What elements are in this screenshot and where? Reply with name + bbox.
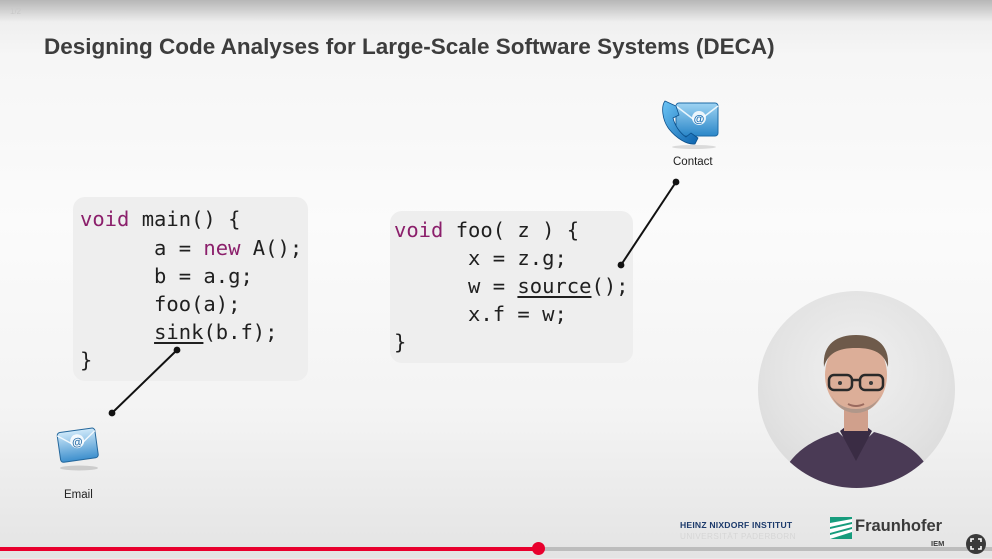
video-progress-bar[interactable]: [0, 542, 992, 555]
code-line: }: [394, 330, 407, 354]
sink-call: sink: [154, 320, 204, 344]
svg-text:@: @: [694, 114, 705, 126]
fraunhofer-name: Fraunhofer: [855, 517, 943, 535]
hni-university: UNIVERSITÄT PADERBORN: [680, 532, 796, 541]
presenter-video-frame: [778, 335, 936, 488]
code-line: }: [80, 348, 93, 372]
fullscreen-button[interactable]: [966, 534, 986, 554]
code-line: w = source();: [394, 274, 629, 298]
code-line: foo(a);: [80, 292, 241, 316]
heinz-nixdorf-logo: HEINZ NIXDORF INSTITUT UNIVERSITÄT PADER…: [680, 520, 796, 541]
slide-counter: 1/2: [10, 7, 22, 16]
top-shade: [0, 0, 992, 22]
fraunhofer-institute: IEM: [931, 539, 945, 548]
code-block-main: void main() { a = new A(); b = a.g; foo(…: [73, 197, 308, 381]
contact-label: Contact: [673, 156, 713, 168]
slide-title: Designing Code Analyses for Large-Scale …: [44, 34, 775, 59]
code-block-foo: void foo( z ) { x = z.g; w = source(); x…: [390, 211, 633, 363]
code-line: void foo( z ) {: [394, 218, 580, 242]
email-label: Email: [64, 489, 93, 501]
video-progress-fill: [0, 547, 538, 551]
code-line: b = a.g;: [80, 264, 253, 288]
svg-text:@: @: [71, 436, 84, 449]
code-line: sink(b.f);: [154, 320, 278, 344]
phone-mail-icon: @: [660, 98, 722, 155]
video-progress-scrubber[interactable]: [531, 542, 545, 555]
source-call: source: [517, 274, 592, 298]
code-line: x.f = w;: [394, 302, 567, 326]
code-line: x = z.g;: [394, 246, 567, 270]
email-icon: @: [54, 422, 104, 479]
fraunhofer-mark-icon: [830, 517, 852, 539]
presenter-webcam: [758, 291, 955, 488]
code-line: a = new A();: [80, 236, 303, 260]
code-line: void main() {: [80, 207, 241, 231]
fullscreen-icon: [970, 538, 982, 550]
hni-name: HEINZ NIXDORF INSTITUT: [680, 520, 793, 530]
